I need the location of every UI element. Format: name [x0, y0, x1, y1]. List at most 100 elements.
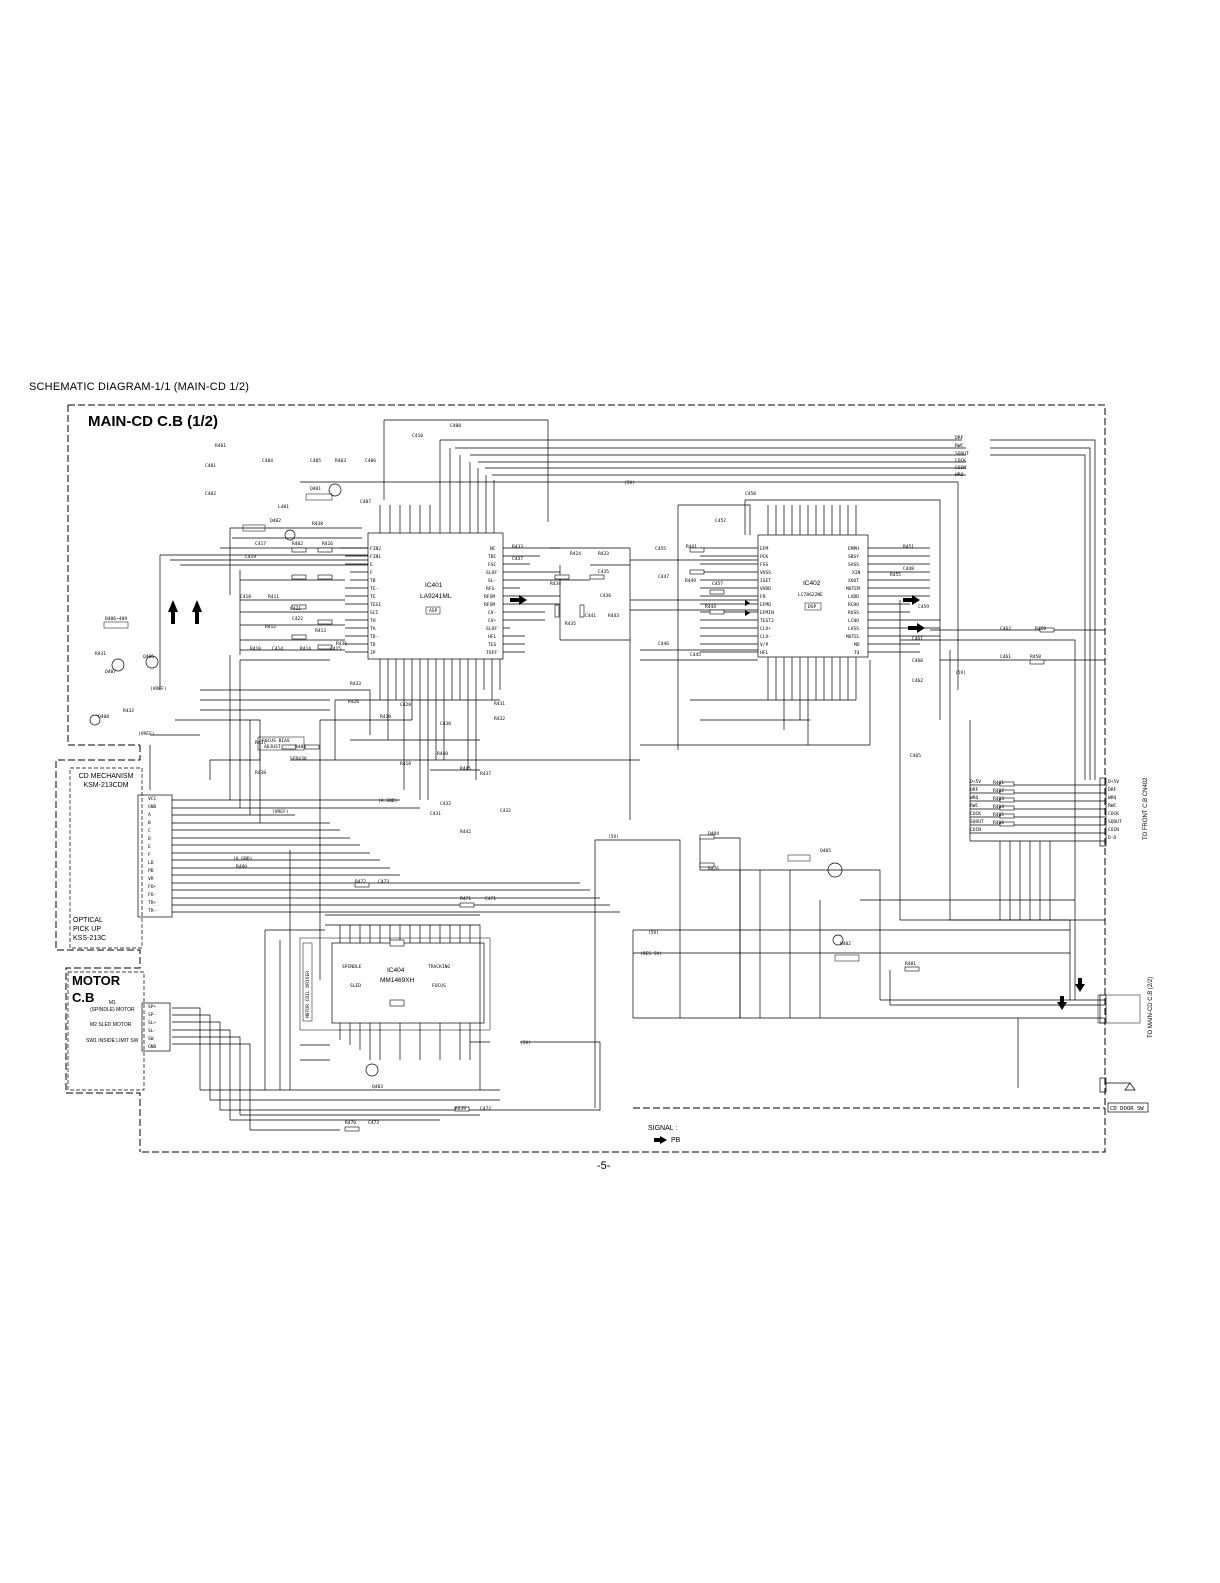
svg-text:C422: C422 [292, 616, 303, 622]
focus-bias-line2: ADJUST [264, 744, 281, 750]
cd-mechanism-box [69, 767, 143, 949]
svg-text:D+5V: D+5V [1108, 779, 1119, 785]
svg-text:SCI: SCI [370, 610, 379, 616]
focus-bias-line1: FOCUS BIAS [262, 738, 290, 744]
ic404-spindle: SPINDLE [342, 964, 362, 970]
svg-text:C448: C448 [903, 566, 914, 572]
pickup-line2: PICK UP [73, 926, 102, 933]
ic404-focus: FOCUS [432, 983, 446, 989]
svg-text:FSC: FSC [488, 562, 497, 568]
svg-text:R411: R411 [268, 594, 279, 600]
svg-text:C447: C447 [658, 574, 669, 580]
svg-text:DRF: DRF [955, 435, 964, 441]
motor-m2: M2 SLED MOTOR [90, 1022, 131, 1029]
svg-text:EFMIN: EFMIN [760, 610, 774, 616]
svg-text:RWC: RWC [1108, 803, 1117, 809]
svg-text:R402: R402 [292, 541, 303, 547]
svg-text:R424: R424 [570, 551, 581, 557]
svg-text:C406: C406 [365, 458, 376, 464]
svg-text:D404: D404 [708, 831, 719, 837]
svg-text:COCK: COCK [970, 811, 981, 817]
svg-text:GND: GND [148, 804, 157, 810]
svg-text:F: F [148, 852, 151, 858]
cd-mechanism-line2: KSM-213CDM [83, 782, 129, 789]
svg-text:SVSS: SVSS [848, 562, 859, 568]
svg-text:R464: R464 [993, 804, 1004, 810]
svg-text:V/P: V/P [760, 642, 769, 648]
svg-text:F: F [370, 570, 373, 576]
svg-text:R480: R480 [236, 864, 247, 870]
svg-text:FR: FR [760, 594, 766, 600]
svg-text:MUTEM: MUTEM [846, 586, 860, 592]
svg-text:R433: R433 [512, 544, 523, 550]
svg-text:C401: C401 [205, 463, 216, 469]
svg-text:LCHO: LCHO [848, 618, 859, 624]
svg-text:TR-: TR- [148, 908, 156, 914]
svg-text:C471: C471 [485, 896, 496, 902]
svg-text:C473: C473 [368, 1120, 379, 1126]
ic402-ref: IC402 [803, 580, 821, 587]
svg-text:FIN1: FIN1 [370, 554, 381, 560]
signal-legend-pb-text: PB [671, 1137, 681, 1144]
svg-text:C419: C419 [245, 554, 256, 560]
svg-text:SQOUT: SQOUT [1108, 819, 1122, 825]
svg-text:FO+: FO+ [148, 884, 157, 890]
svg-text:CLV+: CLV+ [760, 626, 771, 632]
svg-text:Q401: Q401 [310, 486, 321, 492]
svg-text:CV-: CV- [488, 610, 496, 616]
svg-text:R441: R441 [686, 544, 697, 550]
svg-text:NC: NC [490, 546, 496, 552]
motor-m1: M1 (SPINDLE) MOTOR [90, 1000, 135, 1014]
svg-text:R434: R434 [550, 581, 561, 587]
svg-text:C441: C441 [585, 613, 596, 619]
svg-text:E: E [148, 844, 151, 850]
svg-text:R401: R401 [215, 443, 226, 449]
svg-text:R455: R455 [890, 572, 901, 578]
svg-text:C415: C415 [330, 646, 341, 652]
pickup-line3: KSS-213C [73, 935, 107, 942]
ic401-ref: IC401 [425, 582, 443, 589]
svg-text:RWC: RWC [955, 443, 964, 449]
svg-text:SW: SW [148, 1036, 154, 1042]
svg-text:R431: R431 [95, 651, 106, 657]
svg-text:TEST2: TEST2 [760, 618, 774, 624]
ic401-tag: ASP [429, 608, 438, 614]
cd-mechanism-line1: CD MECHANISM [78, 773, 134, 780]
svg-text:L401: L401 [278, 504, 289, 510]
signal-legend-pb: PB [648, 1135, 680, 1147]
svg-text:MO: MO [854, 642, 860, 648]
svg-text:C459: C459 [918, 604, 929, 610]
svg-text:TH: TH [370, 618, 376, 624]
svg-text:(VREF): (VREF) [150, 686, 167, 692]
svg-text:EMPH: EMPH [848, 546, 859, 552]
svg-text:R481: R481 [905, 961, 916, 967]
svg-text:RVSS: RVSS [848, 610, 859, 616]
pickup-label: OPTICAL PICK UP KSS-213C [73, 916, 106, 943]
svg-text:C418: C418 [240, 594, 251, 600]
svg-text:(5V): (5V) [955, 670, 966, 676]
svg-text:Q408: Q408 [98, 714, 109, 720]
svg-text:SP-: SP- [148, 1012, 156, 1018]
svg-text:C460: C460 [912, 658, 923, 664]
svg-text:E: E [370, 562, 373, 568]
svg-text:R436: R436 [336, 641, 347, 647]
ic402-part: LC78622NE [798, 592, 823, 598]
svg-text:R466: R466 [993, 820, 1004, 826]
svg-text:TR+: TR+ [148, 900, 157, 906]
svg-text:VVSS: VVSS [760, 570, 771, 576]
svg-text:SP+: SP+ [148, 1004, 157, 1010]
svg-text:SBSY: SBSY [848, 554, 859, 560]
svg-text:(VREF): (VREF) [272, 809, 289, 815]
signal-legend: SIGNAL : PB [648, 1123, 680, 1147]
svg-text:R435: R435 [565, 621, 576, 627]
svg-text:R438: R438 [255, 770, 266, 776]
svg-text:R416: R416 [322, 541, 333, 547]
ic402-tag: DSP [808, 604, 817, 610]
svg-text:PCK: PCK [760, 554, 769, 560]
cd-door-sw-label: CD DOOR SW [1110, 1106, 1144, 1112]
svg-text:LVDD: LVDD [848, 594, 859, 600]
svg-text:TES: TES [488, 642, 497, 648]
svg-text:Q406: Q406 [143, 654, 154, 660]
svg-text:(5V): (5V) [624, 480, 635, 486]
